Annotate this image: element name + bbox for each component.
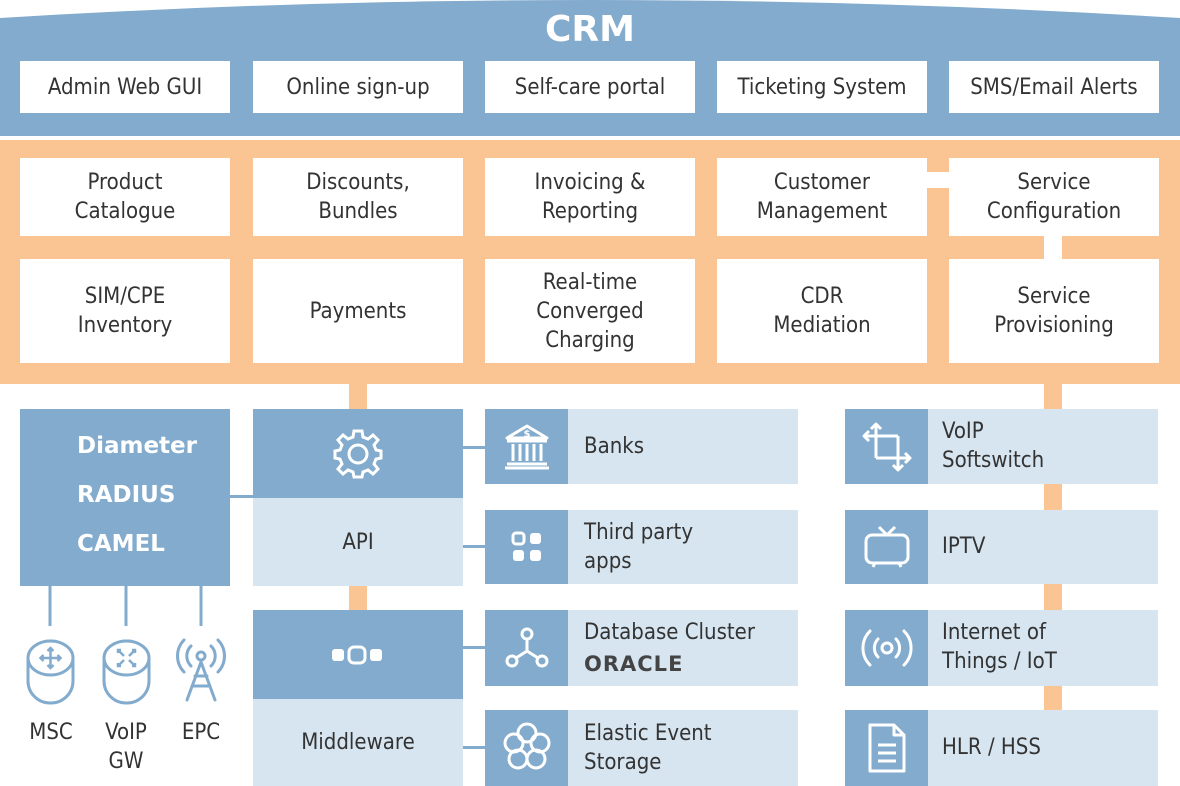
connector-core-services (1044, 384, 1062, 410)
connector-iot-hlr (1044, 686, 1062, 712)
protocols-box: Diameter RADIUS CAMEL (20, 409, 230, 586)
connector-core-api (349, 384, 367, 410)
cluster-nodes-icon (505, 627, 548, 668)
apps-grid-icon (511, 531, 541, 561)
core-realtime-charging: Real-time Converged Charging (485, 259, 695, 363)
softswitch-arrows-icon (862, 422, 911, 471)
core-service-configuration: Service Configuration (949, 158, 1159, 236)
iptv-label: IPTV (942, 534, 986, 559)
api-label: API (253, 498, 463, 586)
middleware-label: Middleware (253, 699, 463, 786)
oracle-logo: ORACLE (584, 652, 684, 676)
core-service-provisioning: Service Provisioning (949, 259, 1159, 363)
apps-box: Third party apps (568, 510, 798, 584)
elastic-box: Elastic Event Storage (568, 710, 798, 786)
connector-api-middleware (349, 586, 367, 610)
bank-icon: $ (504, 424, 549, 469)
hlr-box: HLR / HSS (928, 710, 1158, 786)
tv-icon (864, 525, 909, 568)
database-icon-box (485, 610, 568, 686)
middleware-nodes-icon (332, 645, 382, 664)
connector-middleware-elastic (463, 746, 485, 749)
connector-iptv-iot (1044, 584, 1062, 610)
crm-online-signup: Online sign-up (253, 61, 463, 113)
iot-box: Internet of Things / IoT (928, 610, 1158, 686)
crm-sms-email-alerts: SMS/Email Alerts (949, 61, 1159, 113)
apps-label: Third party apps (584, 520, 694, 574)
connector-api-banks (463, 446, 485, 449)
iot-label: Internet of Things / IoT (942, 620, 1057, 674)
hlr-label: HLR / HSS (942, 735, 1041, 760)
elastic-icon-box (485, 710, 568, 786)
banks-box: Banks (568, 409, 798, 484)
voip-softswitch-label: VoIP Softswitch (942, 419, 1045, 473)
middleware-icon-box (253, 610, 463, 699)
core-discounts-bundles: Discounts, Bundles (253, 158, 463, 236)
iptv-box: IPTV (928, 510, 1158, 584)
gear-icon (333, 429, 383, 478)
voip-softswitch-box: VoIP Softswitch (928, 409, 1158, 484)
iot-icon-box (845, 610, 928, 686)
crm-ticketing-system: Ticketing System (717, 61, 927, 113)
voip-gw-router-icon (102, 639, 151, 705)
core-payments: Payments (253, 259, 463, 363)
network-elements (26, 586, 226, 705)
protocol-radius: RADIUS (77, 482, 176, 508)
epc-label: EPC (181, 720, 221, 745)
crm-self-care-portal: Self-care portal (485, 61, 695, 113)
database-label: Database Cluster (584, 620, 755, 645)
core-product-catalogue: Product Catalogue (20, 158, 230, 236)
apps-icon-box (485, 510, 568, 584)
crm-title: CRM (545, 9, 635, 50)
core-sim-cpe-inventory: SIM/CPE Inventory (20, 259, 230, 363)
voip-icon-box (845, 409, 928, 484)
msc-label: MSC (29, 720, 73, 745)
connector-config-provisioning (1044, 236, 1062, 259)
api-icon-box (253, 409, 463, 498)
core-cdr-mediation: CDR Mediation (717, 259, 927, 363)
hlr-icon-box (845, 710, 928, 786)
core-invoicing-reporting: Invoicing & Reporting (485, 158, 695, 236)
connector-protocols-api (230, 495, 253, 498)
svg-text:$: $ (523, 429, 530, 440)
msc-router-icon (26, 639, 75, 705)
banks-icon-box: $ (485, 409, 568, 484)
epc-tower-icon (176, 638, 226, 702)
iptv-icon-box (845, 510, 928, 584)
connector-voip-iptv (1044, 484, 1062, 510)
crm-admin-web-gui: Admin Web GUI (20, 61, 230, 113)
database-box: Database Cluster ORACLE (568, 610, 798, 686)
connector-api-apps (463, 545, 485, 548)
voip-gw-label: VoIP GW (105, 720, 147, 774)
protocol-camel: CAMEL (77, 531, 165, 557)
connector-middleware-db (463, 646, 485, 649)
core-customer-management: Customer Management (717, 158, 927, 236)
protocol-diameter: Diameter (77, 433, 197, 459)
elastic-label: Elastic Event Storage (584, 721, 712, 775)
connector-customer-config (927, 172, 949, 188)
elastic-cluster-icon (503, 722, 550, 770)
wireless-signal-icon (860, 629, 913, 667)
banks-label: Banks (584, 434, 645, 459)
document-icon (868, 723, 905, 773)
